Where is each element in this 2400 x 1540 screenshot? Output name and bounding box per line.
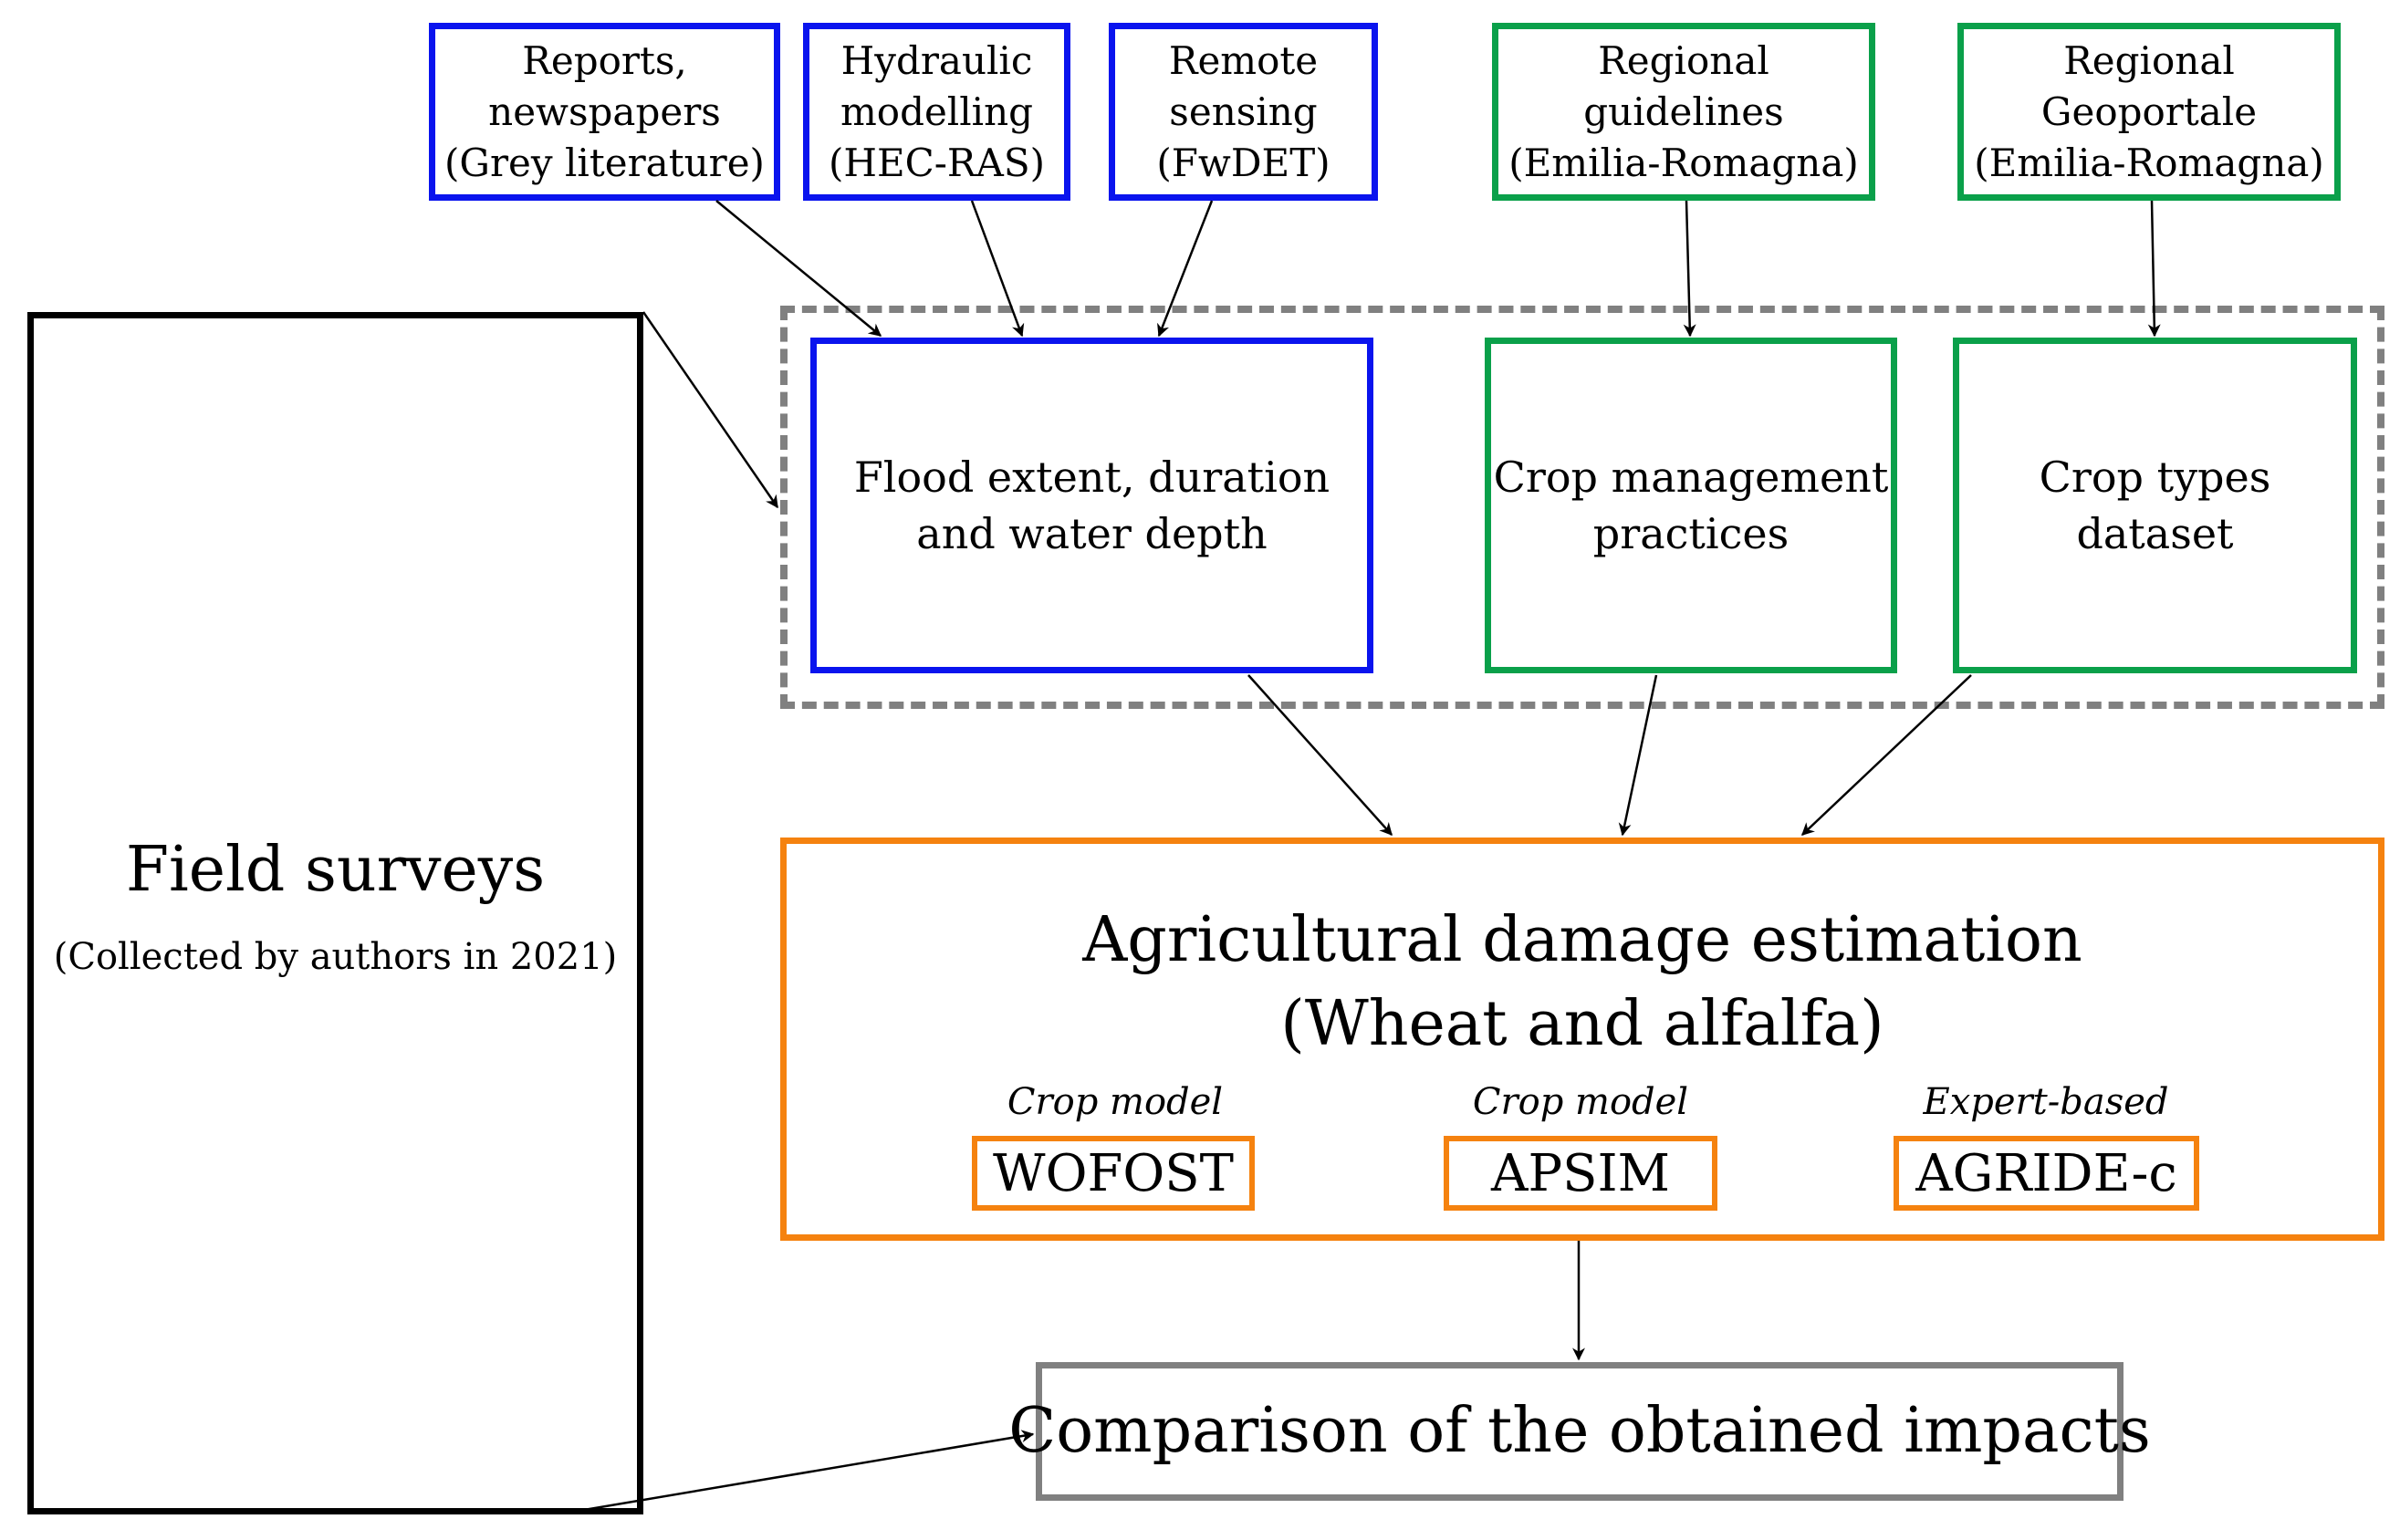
source-guidelines-box: Regional guidelines (Emilia-Romagna) xyxy=(1492,23,1875,201)
source-geoportale-line1: Regional xyxy=(2063,37,2235,83)
source-reports-line3: (Grey literature) xyxy=(444,140,765,185)
source-hydraulic-line2: modelling xyxy=(840,88,1034,134)
source-reports-box: Reports, newspapers (Grey literature) xyxy=(429,23,780,201)
apsim-model-box: APSIM xyxy=(1444,1136,1717,1211)
agride-type-label: Expert-based xyxy=(1923,1081,2169,1123)
source-remote-line2: sensing xyxy=(1169,88,1318,134)
arrow-field-to-comparison xyxy=(583,1430,1035,1512)
input-data-group-frame xyxy=(780,306,2384,709)
flood-line2: and water depth xyxy=(916,509,1268,558)
damage-title-line2: (Wheat and alfalfa) xyxy=(1280,988,1884,1060)
source-hydraulic-line3: (HEC-RAS) xyxy=(828,140,1046,185)
source-reports-line2: newspapers xyxy=(488,88,721,134)
field-surveys-subtitle: (Collected by authors in 2021) xyxy=(53,936,618,978)
comparison-label: Comparison of the obtained impacts xyxy=(1008,1395,2151,1467)
source-geoportale-line2: Geoportale xyxy=(2040,88,2258,134)
source-reports-line1: Reports, xyxy=(522,37,687,83)
arrow-field-to-group xyxy=(642,311,779,509)
crop-types-line2: dataset xyxy=(2076,509,2234,558)
flood-line1: Flood extent, duration xyxy=(853,453,1330,502)
damage-estimation-box: Agricultural damage estimation (Wheat an… xyxy=(780,838,2384,1241)
source-guidelines-line3: (Emilia-Romagna) xyxy=(1508,140,1859,185)
crop-management-line2: practices xyxy=(1592,509,1790,558)
source-guidelines-line1: Regional xyxy=(1598,37,1769,83)
crop-types-box: Crop types dataset xyxy=(1953,338,2357,673)
apsim-model-name: APSIM xyxy=(1491,1143,1670,1203)
field-surveys-title: Field surveys xyxy=(125,834,546,906)
crop-management-box: Crop management practices xyxy=(1485,338,1897,673)
crop-types-line1: Crop types xyxy=(2039,453,2271,502)
apsim-type-label: Crop model xyxy=(1472,1081,1689,1123)
source-hydraulic-line1: Hydraulic xyxy=(840,37,1033,83)
agride-model-name: AGRIDE-c xyxy=(1915,1143,2177,1203)
source-guidelines-line2: guidelines xyxy=(1583,88,1784,134)
flood-characteristics-box: Flood extent, duration and water depth xyxy=(810,338,1373,673)
source-remote-box: Remote sensing (FwDET) xyxy=(1109,23,1378,201)
wofost-model-name: WOFOST xyxy=(993,1143,1234,1203)
wofost-type-label: Crop model xyxy=(1007,1081,1224,1123)
field-surveys-box: Field surveys (Collected by authors in 2… xyxy=(27,312,643,1514)
source-geoportale-box: Regional Geoportale (Emilia-Romagna) xyxy=(1957,23,2341,201)
source-hydraulic-box: Hydraulic modelling (HEC-RAS) xyxy=(803,23,1070,201)
source-remote-line1: Remote xyxy=(1168,37,1319,83)
damage-title-line1: Agricultural damage estimation xyxy=(1082,904,2082,976)
source-geoportale-line3: (Emilia-Romagna) xyxy=(1974,140,2324,185)
agride-model-box: AGRIDE-c xyxy=(1894,1136,2199,1211)
source-remote-line3: (FwDET) xyxy=(1156,140,1330,185)
wofost-model-box: WOFOST xyxy=(972,1136,1255,1211)
comparison-box: Comparison of the obtained impacts xyxy=(1008,1362,2151,1501)
crop-management-line1: Crop management xyxy=(1493,453,1889,502)
